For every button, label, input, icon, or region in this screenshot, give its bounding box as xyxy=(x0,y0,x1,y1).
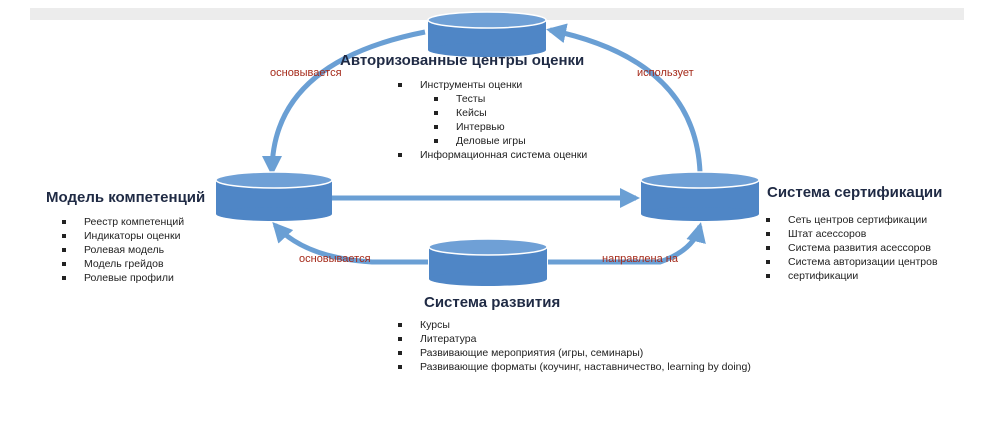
model-list-item: Ролевые профили xyxy=(62,271,184,285)
edge-label-certification-centers: использует xyxy=(637,67,694,79)
development-list-item: Развивающие мероприятия (игры, семинары) xyxy=(398,346,751,360)
cylinder-development xyxy=(428,238,548,286)
centers-list-item: Информационная система оценки xyxy=(398,148,587,162)
model-list-item: Ролевая модель xyxy=(62,243,184,257)
certification-list-item: Система развития асессоров xyxy=(766,241,938,255)
edge-label-development-certification: направлена на xyxy=(602,253,678,265)
development-list-item: Развивающие форматы (коучинг, наставниче… xyxy=(398,360,751,374)
certification-list-item: Система авторизации центров xyxy=(766,255,938,269)
arrow-development-to-model xyxy=(272,222,428,265)
model-list-item: Модель грейдов xyxy=(62,257,184,271)
edge-label-development-model: основывается xyxy=(299,253,371,265)
cylinder-model xyxy=(215,171,333,221)
development-title: Система развития xyxy=(424,294,561,311)
certification-list-item: Сеть центров сертификации xyxy=(766,213,938,227)
certification-title: Система сертификации xyxy=(767,184,943,201)
edge-label-centers-model: основывается xyxy=(270,67,342,79)
arrow-certification-to-centers xyxy=(546,23,703,173)
centers-title: Авторизованные центры оценки xyxy=(340,52,585,69)
cylinder-certification xyxy=(640,171,760,221)
development-list-item: Литература xyxy=(398,332,751,346)
arrow-centers-to-model xyxy=(262,29,426,176)
centers-list-subitem: Деловые игры xyxy=(398,134,587,148)
centers-list: Инструменты оценки Тесты Кейсы Интервью … xyxy=(398,78,587,162)
model-list-item: Индикаторы оценки xyxy=(62,229,184,243)
certification-list-item: сертификации xyxy=(766,269,938,283)
development-list: Курсы Литература Развивающие мероприятия… xyxy=(398,318,751,374)
certification-list: Сеть центров сертификации Штат асессоров… xyxy=(766,213,938,283)
development-list-item: Курсы xyxy=(398,318,751,332)
model-title: Модель компетенций xyxy=(46,189,206,206)
model-list-item: Реестр компетенций xyxy=(62,215,184,229)
cylinder-centers xyxy=(427,11,547,57)
centers-list-item: Инструменты оценки xyxy=(398,78,587,92)
centers-list-subitem: Кейсы xyxy=(398,106,587,120)
centers-list-subitem: Интервью xyxy=(398,120,587,134)
arrow-development-to-certification xyxy=(548,222,706,265)
certification-list-item: Штат асессоров xyxy=(766,227,938,241)
model-list: Реестр компетенций Индикаторы оценки Рол… xyxy=(62,215,184,285)
centers-list-subitem: Тесты xyxy=(398,92,587,106)
